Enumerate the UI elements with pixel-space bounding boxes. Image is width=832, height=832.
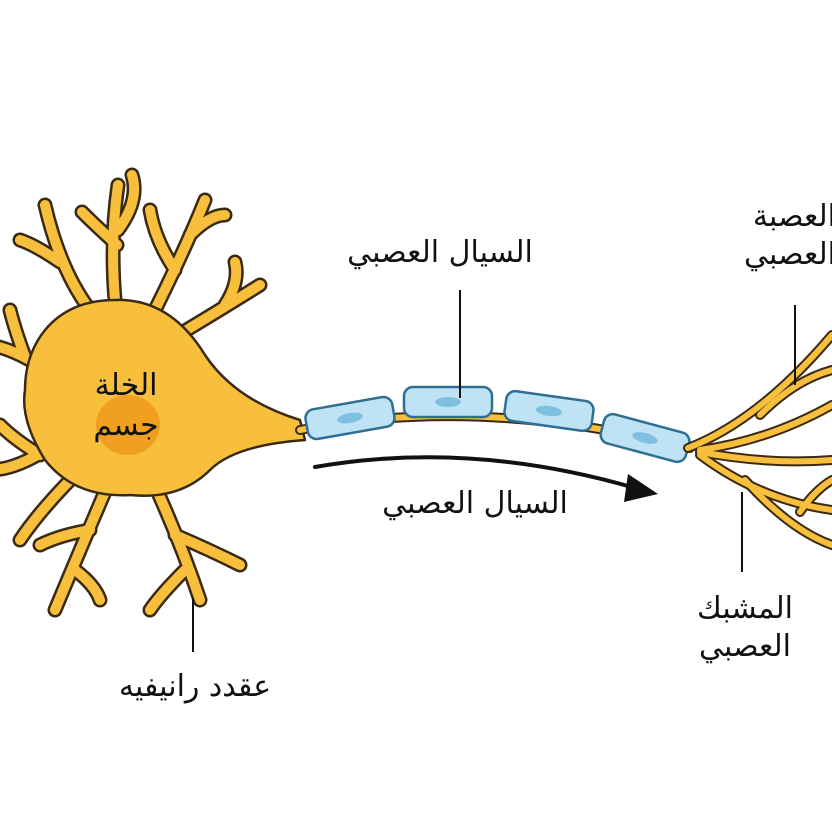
synapse-label-line2: العصبي [698, 629, 792, 664]
synapse-label-line1: المشبك [697, 591, 793, 626]
cell-body-label-line2: جسم [93, 408, 159, 443]
cell-body-label: الخلة جسم [66, 366, 186, 446]
myelin-segment [503, 389, 595, 433]
cell-body [23, 298, 307, 497]
impulse-arrow [313, 455, 658, 502]
impulse-label: السيال العصبي [382, 486, 568, 521]
nodes-of-ranvier-label: عقدد رانيفيه [118, 669, 272, 704]
dendrites [0, 167, 268, 618]
synapse-label: المشبك العصبي [670, 590, 820, 666]
myelin-segment [402, 385, 494, 419]
myelin-sheath [304, 385, 691, 464]
myelin-segment [304, 395, 396, 441]
axon-terminal-label-line2: العصبي [743, 237, 832, 272]
axon-terminals [683, 330, 832, 550]
leader-lines [192, 290, 796, 652]
nucleus [96, 395, 160, 455]
cell-body-label-line1: الخلة [94, 368, 158, 403]
axon-terminal-label-line1: العصبة [752, 199, 832, 234]
myelin-label: السيال العصبي [347, 235, 533, 270]
myelin-segment [599, 412, 691, 464]
axon-terminal-label: العصبة العصبي [696, 198, 832, 274]
